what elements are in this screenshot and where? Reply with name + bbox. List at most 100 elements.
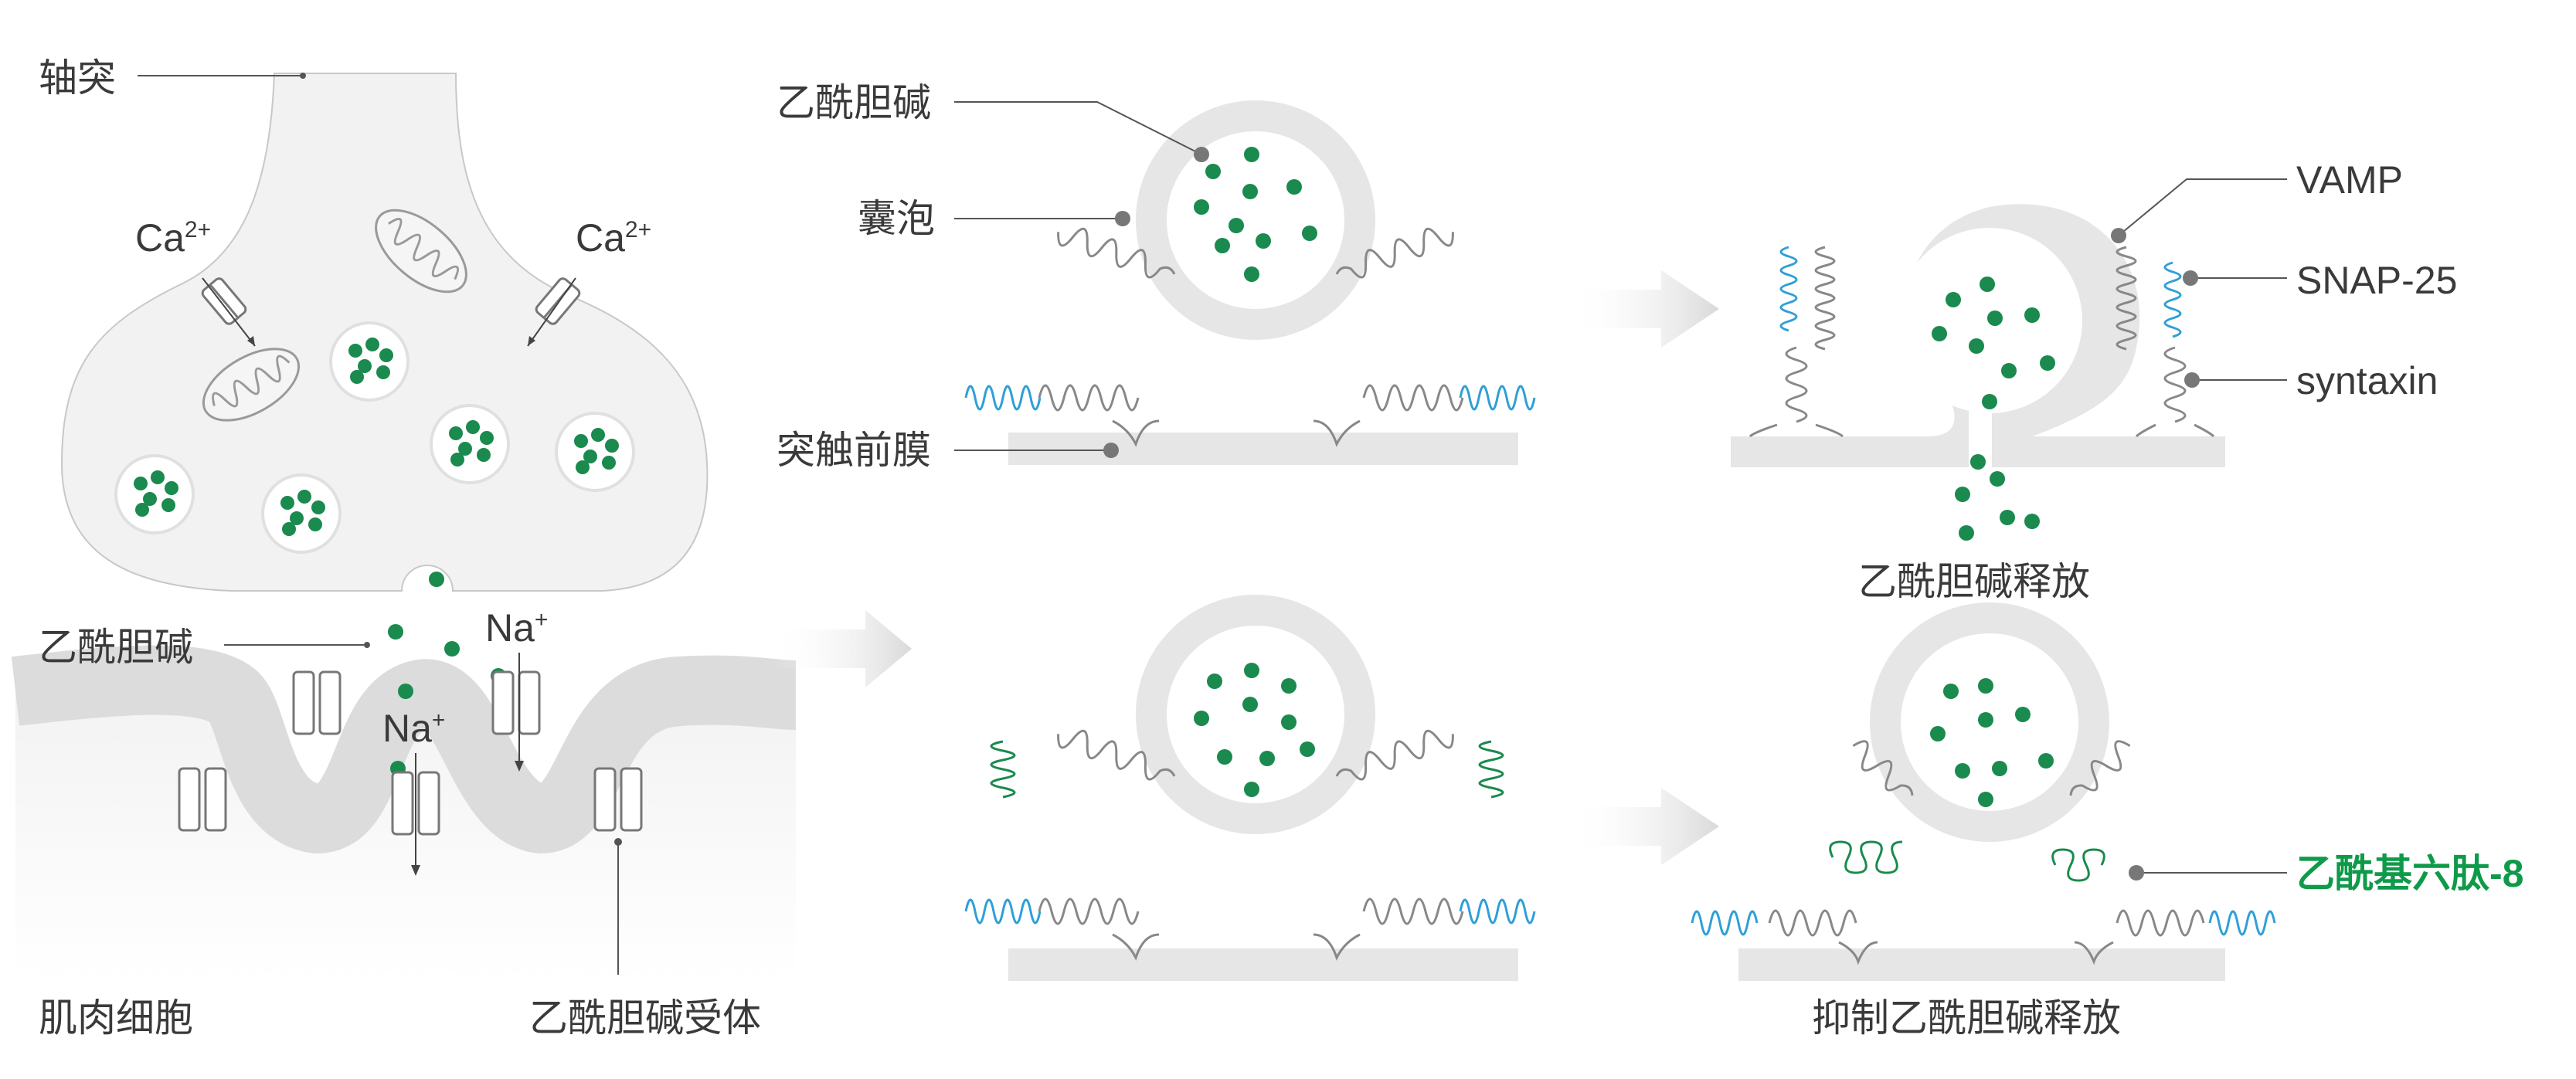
mitochondrion (202, 348, 301, 422)
syntaxin-coil-inhibit-left (1768, 909, 1857, 937)
flow-arrow-2 (1568, 270, 1719, 348)
ca-arrow-left (202, 277, 256, 347)
vesicle-small (114, 454, 195, 534)
syntaxin-coil-left-lower (1038, 897, 1140, 925)
axon-leader-dot (300, 73, 306, 79)
ach-receptor (491, 670, 541, 735)
peptide-coil-bound-right (2051, 848, 2105, 882)
vamp-coil-left-lower (1057, 729, 1176, 781)
syntaxin-tail-left-lower (1112, 933, 1160, 961)
syntaxin-label: syntaxin (2296, 359, 2438, 402)
axon-label: 轴突 (39, 56, 116, 100)
snare-left-tail (1748, 423, 1844, 438)
flow-arrow-3 (1568, 788, 1719, 865)
ach-left-label: 乙酰胆碱 (39, 626, 193, 669)
snap-coil-blue-inhibit-left (1691, 910, 1759, 936)
snap-coil-blue-right-lower (1459, 898, 1536, 925)
ca-arrow-right (527, 277, 576, 347)
vesicle-leader-dot (1115, 211, 1130, 226)
inhibition-panel: 乙酰基六肽-8 抑制乙酰胆碱释放 (1691, 602, 2523, 1040)
vesicle-label: 囊泡 (858, 197, 935, 240)
snare-right-vamp (2116, 246, 2137, 351)
syntaxin-coil-inhibit-right (2116, 909, 2205, 937)
syntaxin-tail-inhibit-right (2074, 941, 2114, 965)
fusion-panel: VAMP SNAP-25 syntaxin 乙酰胆碱释放 (1731, 158, 2457, 603)
snap-coil-blue-left-lower (964, 898, 1042, 925)
vamp-label: VAMP (2296, 158, 2403, 202)
peptide-leader-dot (2129, 865, 2144, 881)
ach-receptor-label: 乙酰胆碱受体 (529, 996, 761, 1040)
ach-top-leader (954, 101, 1202, 155)
peptide-coil-free-left (990, 740, 1016, 799)
vamp-coil-left (1057, 227, 1176, 279)
snap-coil-blue-right (1459, 385, 1536, 411)
ach-left-leader-dot (364, 642, 370, 648)
vesicle-small (261, 473, 342, 554)
ach-top-leader-dot (1194, 147, 1209, 162)
ca-right-label: Ca2+ (576, 216, 651, 260)
vesicle-ach (1194, 147, 1317, 282)
fused-vesicle-ach (1932, 277, 2055, 409)
vamp-leader (2118, 178, 2287, 236)
release-label: 乙酰胆碱释放 (1858, 560, 2090, 603)
snap25-label: SNAP-25 (2296, 259, 2457, 302)
muscle-label: 肌肉细胞 (39, 996, 193, 1040)
peptide-coil-bound-left (1829, 840, 1903, 874)
vamp-coil-right-lower (1335, 729, 1454, 781)
ach-receptor (391, 771, 440, 836)
ca-arrowhead-left (247, 336, 255, 346)
vamp-coil-inhibit-left (1852, 740, 1914, 796)
vamp-coil-right (1335, 227, 1454, 279)
syntaxin-coil-left (1038, 384, 1140, 412)
presynaptic-membrane-lower (1008, 948, 1518, 981)
vesicle-large (1136, 100, 1375, 340)
receptor-leader-dot (614, 838, 622, 846)
muscle-membrane (11, 645, 797, 854)
ca-arrowhead-right (528, 336, 535, 346)
snap-coil-blue-inhibit-right (2208, 910, 2276, 936)
peptide-label: 乙酰基六肽-8 (2296, 852, 2523, 895)
na-arrowhead-lower (411, 865, 420, 876)
left-panel: 轴突 Ca2+ Ca2+ Na+ Na+ 乙酰胆碱 肌肉细胞 乙酰胆碱受体 (11, 56, 797, 1040)
inhibit-label: 抑制乙酰胆碱释放 (1812, 996, 2121, 1040)
snap25-leader-dot (2183, 270, 2198, 286)
vesicle-small (329, 321, 410, 402)
docking-panel: 乙酰胆碱 囊泡 突触前膜 (777, 81, 1536, 472)
mitochondrion (375, 209, 467, 294)
snare-right-syntaxin (2163, 346, 2187, 423)
snare-right-tail (2135, 423, 2215, 438)
na-arrowhead-upper (515, 761, 524, 772)
syntaxin-leader-dot (2184, 372, 2200, 388)
presynaptic-label: 突触前膜 (777, 429, 931, 472)
ca-left-label: Ca2+ (135, 216, 211, 260)
syntaxin-tail-left (1112, 419, 1160, 447)
snare-left-vamp (1814, 246, 1836, 351)
vesicle-ach-lower (1194, 663, 1315, 797)
vamp-leader-dot (2111, 228, 2126, 243)
vesicle-small (430, 404, 510, 484)
syntaxin-tail-right (1313, 419, 1361, 447)
vesicle-large-lower (1136, 595, 1375, 834)
na-upper-label: Na+ (485, 606, 548, 650)
released-ach-fusion (1955, 454, 2040, 541)
presynaptic-membrane-inhibit (1738, 948, 2225, 981)
ach-receptor (178, 767, 227, 832)
snare-right-snap (2163, 261, 2182, 338)
presynaptic-leader-dot (1103, 443, 1119, 458)
blocked-docking-panel (964, 595, 1536, 981)
vesicle-small (555, 412, 635, 492)
snap-coil-blue-left (964, 385, 1042, 411)
peptide-coil-free-right (1478, 740, 1504, 799)
calcium-channel-left (201, 277, 247, 325)
snare-left-syntaxin (1785, 346, 1808, 423)
syntaxin-coil-right-lower (1362, 897, 1464, 925)
syntaxin-coil-right (1362, 384, 1464, 412)
ach-receptor (292, 670, 342, 735)
syntaxin-tail-inhibit-left (1838, 941, 1878, 965)
ach-receptor (593, 767, 643, 832)
vesicle-inhibit-ach (1930, 678, 2054, 807)
snare-left-snap (1779, 246, 1798, 332)
na-lower-label: Na+ (382, 707, 445, 750)
